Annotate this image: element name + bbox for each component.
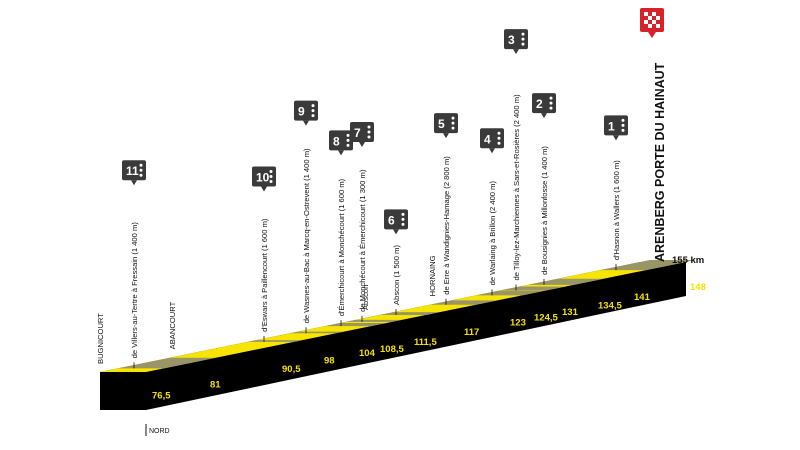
sector-label: de Monchécourt à Émerchicourt (1 300 m) — [358, 169, 367, 312]
cobble-stars-icon — [401, 212, 405, 226]
sector-labels: de Villers-au-Tertre à Fressain (1 400 m… — [130, 94, 621, 369]
cobble-sector — [346, 319, 402, 322]
sector-badge-pointer — [359, 141, 365, 147]
sector-label: de Wasnes-au-Bac à Marcq-en-Ostrevent (1… — [302, 148, 311, 323]
sector-number: 6 — [388, 213, 395, 227]
sector-badge: 6 — [384, 209, 408, 235]
sector-label: de Erre à Wandignies-Hamage (2 800 m) — [442, 156, 451, 295]
sector-badge: 4 — [480, 128, 504, 154]
cobble-stars-icon — [346, 133, 350, 147]
cobble-sector — [476, 290, 545, 296]
sector-badge-pointer — [489, 148, 495, 154]
km-marker: 141 — [634, 292, 651, 303]
sector-badges: 11 10 9 87 6 5 4 3 2 1 — [122, 29, 628, 235]
sector-badge: 5 — [434, 113, 458, 139]
cobble-stars-icon — [139, 163, 143, 177]
cobble-sector — [325, 323, 387, 327]
sector-number: 3 — [508, 33, 515, 47]
sector-badge: 3 — [504, 29, 528, 55]
cobble-stars-icon — [549, 96, 553, 110]
cobble-sector — [290, 331, 345, 334]
sector-label: de Bousignies à Millonfosse (1 400 m) — [540, 146, 549, 275]
sector-number: 2 — [536, 97, 543, 111]
sector-number: 7 — [354, 126, 361, 140]
town-labels: BUGNICOURT ABANCOURT Abscon HORNAING — [96, 255, 437, 364]
cobble-stars-icon — [497, 131, 501, 145]
cobble-stars-icon — [621, 118, 625, 132]
sector-number: 8 — [333, 134, 340, 148]
km-marker: 131 — [562, 307, 579, 318]
sector-badge-pointer — [513, 49, 519, 55]
checkered-icon — [644, 12, 660, 28]
cobble-sectors — [118, 259, 696, 369]
km-marker: 134,5 — [598, 301, 622, 312]
sector-number: 1 — [608, 119, 615, 133]
total-distance: 155 km — [672, 255, 704, 266]
sector-label: d'Émerchicourt à Monchécourt (1 600 m) — [337, 178, 346, 316]
km-marker: 108,5 — [380, 344, 404, 355]
finish-flag-pointer — [648, 32, 656, 38]
cobble-stars-icon — [451, 116, 455, 130]
sector-badge: 9 — [294, 100, 318, 126]
region-label: NORD — [149, 428, 170, 435]
km-marker: 81 — [210, 380, 221, 391]
sector-badge-pointer — [541, 113, 547, 119]
sector-badge-pointer — [393, 229, 399, 235]
cobble-sector — [248, 340, 303, 342]
cobble-stars-icon — [521, 32, 525, 46]
km-marker: 90,5 — [282, 364, 301, 375]
km-marker: 123 — [510, 317, 526, 328]
km-marker: 104 — [359, 348, 376, 359]
cobble-sector — [380, 312, 440, 315]
cobble-sector — [500, 286, 566, 291]
sector-badge: 11 — [122, 160, 146, 186]
sector-number: 5 — [438, 117, 445, 131]
sector-label: d'Hasnon à Wallers (1 600 m) — [612, 160, 621, 260]
town-label: Abscon — [361, 285, 370, 310]
finish-flag — [640, 8, 664, 38]
sector-badge-pointer — [613, 135, 619, 141]
cobble-stars-icon — [367, 125, 371, 139]
cobble-stars-icon — [311, 104, 315, 118]
cobble-stars-icon — [269, 170, 273, 184]
town-label: HORNAING — [428, 255, 437, 296]
sector-label: Abscon (1 500 m) — [392, 245, 401, 305]
km-marker: 111,5 — [414, 337, 437, 348]
sector-label: de Warlaing à Brillon (2 400 m) — [488, 181, 497, 286]
cobble-sector — [528, 278, 604, 285]
sector-badge-pointer — [338, 150, 344, 156]
sector-badge: 7 — [350, 121, 374, 147]
sector-number: 10 — [256, 171, 270, 185]
road-side-band — [100, 262, 686, 410]
sector-badge-pointer — [303, 120, 309, 126]
cobble-sector — [600, 259, 696, 271]
cobble-sector — [118, 357, 216, 369]
sector-number: 4 — [484, 132, 491, 146]
sector-badge-pointer — [443, 133, 449, 139]
sector-badge: 2 — [532, 93, 556, 119]
sector-label: de Tilloy-lez-Marchiennes à Sars-et-Rosi… — [512, 94, 521, 281]
town-label: ABANCOURT — [168, 301, 177, 349]
sector-badge-pointer — [131, 180, 137, 186]
town-label: BUGNICOURT — [96, 313, 105, 364]
sector-number: 9 — [298, 105, 305, 119]
sector-label: d'Eswars à Paillencourt (1 600 m) — [260, 218, 269, 332]
km-marker: 124,5 — [534, 313, 558, 324]
cobble-sector — [430, 300, 498, 305]
sector-badge-pointer — [261, 186, 267, 192]
km-marker: 117 — [464, 327, 479, 338]
sector-badge: 8 — [329, 130, 353, 156]
finish-label: ARENBERG PORTE DU HAINAUT — [653, 62, 667, 262]
km-marker: 148 — [690, 282, 706, 293]
sector-number: 11 — [126, 164, 139, 178]
sector-label: de Villers-au-Tertre à Fressain (1 400 m… — [130, 222, 139, 359]
sector-badge: 10 — [252, 166, 276, 192]
sector-badge: 1 — [604, 115, 628, 141]
km-marker: 76,5 — [152, 390, 171, 401]
km-marker: 98 — [324, 355, 335, 366]
km-markers: 76,5 81 90,5 98 104 108,5 111,5 117 123 124,5 131 1… — [152, 282, 706, 401]
